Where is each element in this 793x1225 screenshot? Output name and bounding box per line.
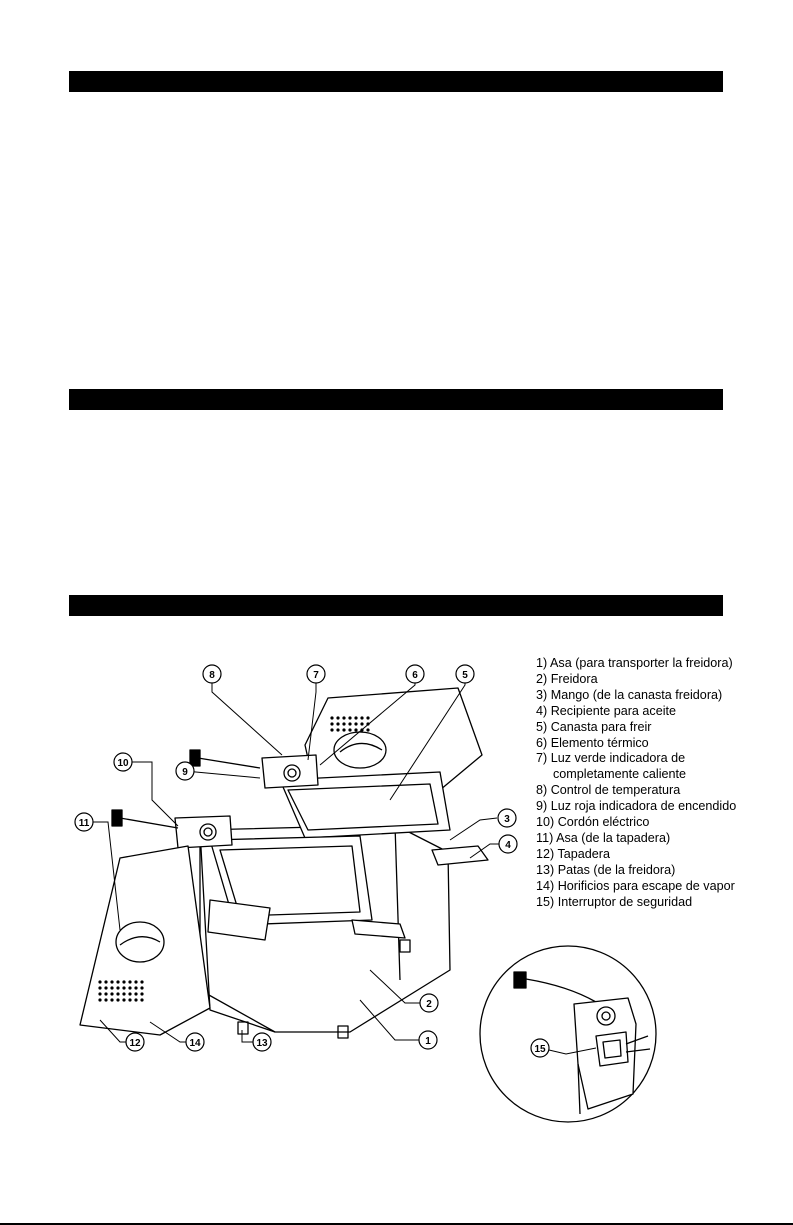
bottom-rule <box>0 1223 793 1225</box>
callout-13: 13 <box>256 1038 268 1049</box>
callout-10: 10 <box>117 758 129 769</box>
list-item: 9) Luz roja indicadora de encendido <box>536 799 737 814</box>
list-item: 2) Freidora <box>536 671 598 686</box>
parts-list: 1) Asa (para transporter la freidora) 2)… <box>536 656 786 911</box>
fryer-diagram: 8 7 6 5 9 10 11 3 4 1 2 13 14 12 <box>74 664 518 1052</box>
section-header-bar-1 <box>69 71 723 92</box>
callout-8: 8 <box>209 670 215 681</box>
list-item: 12) Tapadera <box>536 846 610 861</box>
callout-12: 12 <box>129 1038 141 1049</box>
list-item: 8) Control de temperatura <box>536 783 681 798</box>
callout-9: 9 <box>182 767 188 778</box>
list-item: 7) Luz verde indicadora de <box>536 751 686 766</box>
callout-7: 7 <box>313 670 319 681</box>
safety-switch-inset: 15 <box>479 945 657 1123</box>
list-item: 13) Patas (de la freidora) <box>536 862 676 877</box>
section-header-bar-2 <box>69 389 723 410</box>
list-item: 14) Horificios para escape de vapor <box>536 878 735 893</box>
list-item: 1) Asa (para transporter la freidora) <box>536 656 733 670</box>
list-item: 5) Canasta para freir <box>536 719 652 734</box>
list-item: 15) Interruptor de seguridad <box>536 894 693 909</box>
list-item: 6) Elemento térmico <box>536 735 649 750</box>
callout-11: 11 <box>79 818 90 829</box>
section-header-bar-3 <box>69 595 723 616</box>
callout-2: 2 <box>426 999 432 1010</box>
list-item: 4) Recipiente para aceite <box>536 703 677 718</box>
callout-6: 6 <box>412 670 418 681</box>
callout-4: 4 <box>505 840 511 851</box>
list-item: 11) Asa (de la tapadera) <box>536 830 671 845</box>
callout-14: 14 <box>189 1038 201 1049</box>
callout-5: 5 <box>462 670 468 681</box>
callout-15: 15 <box>534 1044 546 1055</box>
list-item: 10) Cordón eléctrico <box>536 815 650 830</box>
callout-1: 1 <box>425 1036 431 1047</box>
list-item-continuation: completamente caliente <box>553 767 687 782</box>
callout-3: 3 <box>504 814 510 825</box>
list-item: 3) Mango (de la canasta freidora) <box>536 687 723 702</box>
